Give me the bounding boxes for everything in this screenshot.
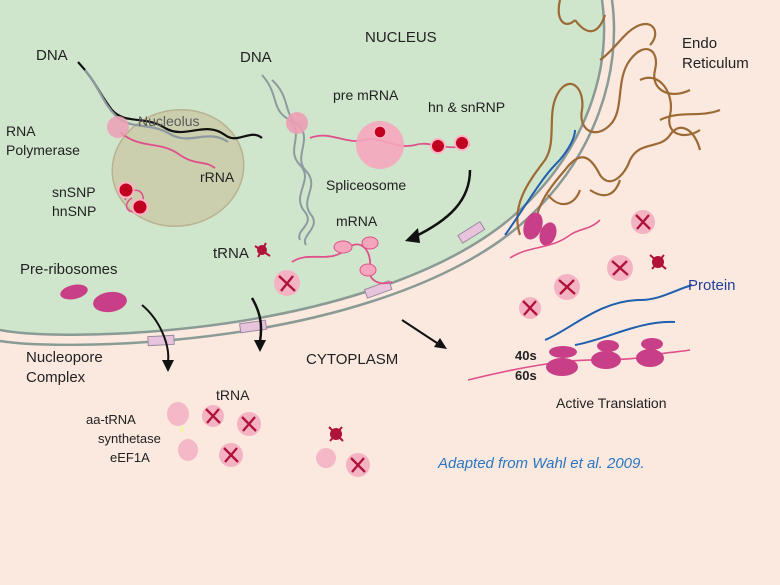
eef1a	[178, 439, 198, 461]
label-aa-trna-line1: aa-tRNA	[86, 412, 136, 427]
label-nucleolus: Nucleolus	[138, 113, 199, 129]
label-active-translation: Active Translation	[556, 395, 667, 411]
label-nucleopore-line2: Complex	[26, 369, 86, 386]
label-cytoplasm: CYTOPLASM	[306, 351, 398, 368]
label-40s: 40s	[515, 348, 537, 363]
trna-cyto	[649, 254, 667, 270]
rna-polymerase	[107, 116, 129, 138]
ribosome-40s	[597, 340, 619, 352]
trna-cyto	[328, 426, 344, 442]
arrow-head	[162, 360, 174, 372]
label-endo-line2: Reticulum	[682, 55, 749, 72]
dna-strand-left-2	[84, 69, 229, 143]
nuclear-envelope-outer	[0, 0, 616, 346]
dna-center-strand	[261, 74, 309, 241]
label-pre-mrna: pre mRNA	[333, 87, 399, 103]
nuclear-pore	[363, 280, 393, 299]
label-trna-cyto: tRNA	[216, 387, 250, 403]
nuclear-pore	[147, 334, 175, 347]
spliceosome-core	[373, 125, 387, 139]
trna-fragment	[180, 426, 184, 432]
dna-center-strand-2	[271, 79, 315, 246]
arrow-head	[405, 228, 420, 243]
label-mrna: mRNA	[336, 213, 378, 229]
nuclear-envelope-inner	[0, 0, 606, 336]
ribosome-60s	[591, 351, 621, 369]
credit-text: Adapted from Wahl et al. 2009.	[437, 455, 645, 472]
arrow-trna-export	[250, 297, 263, 343]
er-protein-strand	[504, 129, 576, 236]
pre-ribosome-small	[60, 284, 88, 300]
snsnp-particle	[117, 181, 135, 199]
snrnp-particle	[430, 138, 446, 154]
trna-cyto	[631, 210, 655, 234]
label-rna-pol-line2: Polymerase	[6, 142, 80, 158]
arrow-mrna-export	[401, 319, 441, 346]
endoplasmic-reticulum	[516, 0, 721, 236]
trna-nuclear-blob	[274, 270, 300, 296]
ribosome-60s	[636, 349, 664, 367]
nuclear-pore	[457, 221, 486, 244]
label-eef1a: eEF1A	[110, 450, 150, 465]
label-pre-ribosomes: Pre-ribosomes	[20, 261, 118, 278]
trna-cyto	[519, 297, 541, 319]
aa-trna-synthetase	[167, 402, 189, 426]
er-ribosome	[539, 222, 557, 246]
protein-strand	[544, 284, 693, 341]
label-spliceosome: Spliceosome	[326, 177, 406, 193]
nucleolus	[111, 108, 245, 228]
label-endo-line1: Endo	[682, 35, 717, 52]
arrow-head	[254, 340, 266, 352]
trna-cyto	[316, 448, 336, 468]
ribosome-40s	[549, 346, 577, 358]
ribosome-40s	[641, 338, 663, 350]
er-mrna-strand	[509, 219, 601, 259]
protein-strand-2	[574, 320, 676, 346]
mrna-strand	[291, 243, 393, 285]
mrna-protein	[359, 263, 377, 277]
label-nucleus: NUCLEUS	[365, 29, 437, 46]
snrnp-particle	[454, 135, 470, 151]
arrow-ribosome-export	[141, 304, 170, 363]
ribosome-60s	[546, 358, 578, 376]
rrna-strand	[119, 131, 216, 169]
label-aa-trna-line2: synthetase	[98, 431, 161, 446]
label-protein: Protein	[688, 277, 736, 294]
trna-cyto	[346, 453, 370, 477]
label-dna-center: DNA	[240, 49, 272, 66]
label-trna-nuclear: tRNA	[213, 245, 249, 262]
trna-nuclear	[254, 242, 271, 258]
label-nucleopore-line1: Nucleopore	[26, 349, 103, 366]
trna-cyto	[219, 443, 243, 467]
er-ribosome	[523, 212, 543, 240]
label-rna-pol-line1: RNA	[6, 123, 36, 139]
label-hn-snrnp: hn & snRNP	[428, 99, 505, 115]
hnsnp-particle	[131, 198, 149, 216]
trna-cyto	[202, 405, 224, 427]
rna-polymerase-center	[286, 112, 308, 134]
label-rrna: rRNA	[200, 169, 235, 185]
label-60s: 60s	[515, 368, 537, 383]
trna-cyto	[607, 255, 633, 281]
arrow-head	[434, 338, 447, 349]
mrna-cap	[333, 240, 353, 254]
label-dna-left: DNA	[36, 47, 68, 64]
arrow-splice-to-mrna	[411, 169, 472, 240]
mrna-protein	[361, 236, 379, 250]
label-snsnp-line1: snSNP	[52, 184, 96, 200]
pre-ribosome-large	[93, 291, 127, 313]
trna-cyto	[554, 274, 580, 300]
trna-cyto	[237, 412, 261, 436]
spliceosome	[356, 121, 404, 169]
label-snsnp-line2: hnSNP	[52, 203, 96, 219]
